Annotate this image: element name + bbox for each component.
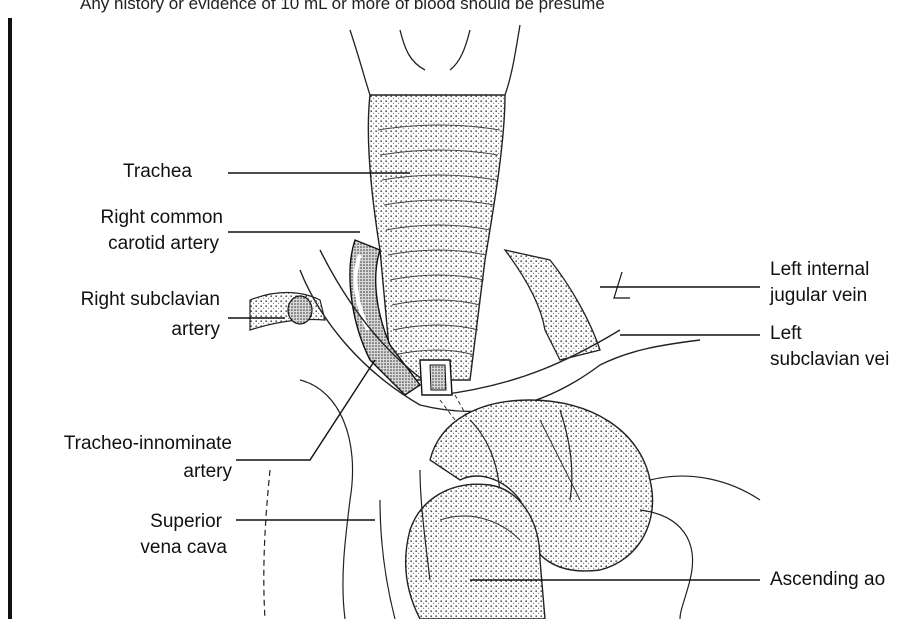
trachea-shape xyxy=(368,95,505,380)
label-left-internal-jugular-line1: Left internal xyxy=(770,258,869,281)
label-right-common-carotid-line2: carotid artery xyxy=(63,232,219,255)
label-tracheo-innominate-line2: artery xyxy=(10,460,232,483)
label-svc-line1: Superior xyxy=(60,510,222,533)
label-left-subclavian-line1: Left xyxy=(770,322,802,345)
label-trachea: Trachea xyxy=(123,160,192,183)
label-tracheo-innominate-line1: Tracheo-innominate xyxy=(10,432,232,455)
label-ascending-aorta: Ascending ao xyxy=(770,568,885,591)
label-right-subclavian-line2: artery xyxy=(20,318,220,341)
left-jugular-vessel xyxy=(505,250,600,360)
leader-tracheo-innominate xyxy=(236,360,375,460)
jugular-tick-marks xyxy=(614,272,630,298)
neck-outline xyxy=(350,25,520,95)
label-left-subclavian-line2: subclavian vei xyxy=(770,348,889,371)
label-svc-line2: vena cava xyxy=(60,536,227,559)
label-left-internal-jugular-line2: jugular vein xyxy=(770,284,867,307)
label-right-subclavian-line1: Right subclavian xyxy=(20,288,220,311)
label-right-common-carotid-line1: Right common xyxy=(63,206,223,229)
